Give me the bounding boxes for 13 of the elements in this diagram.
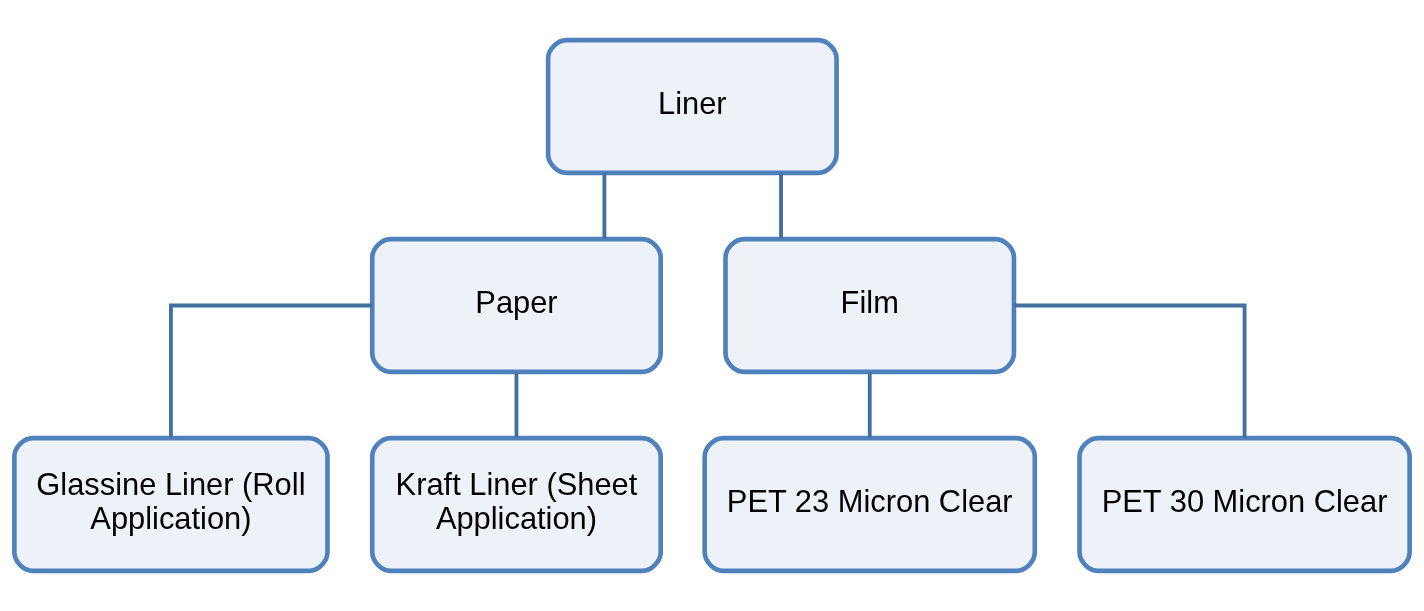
connector [867, 372, 872, 438]
connector [169, 303, 372, 438]
connector [514, 372, 519, 438]
connector [602, 173, 607, 239]
node-box: PET 23 Micron Clear [702, 435, 1038, 574]
connector [1014, 303, 1247, 438]
node-box: Glassine Liner (Roll Application) [12, 435, 330, 574]
node-box: PET 30 Micron Clear [1077, 435, 1412, 574]
node-box: Paper [369, 236, 664, 375]
node-box: Film [723, 236, 1017, 375]
node-box: Kraft Liner (Sheet Application) [369, 435, 664, 574]
node-box: Liner [545, 37, 839, 176]
connector [779, 173, 783, 239]
